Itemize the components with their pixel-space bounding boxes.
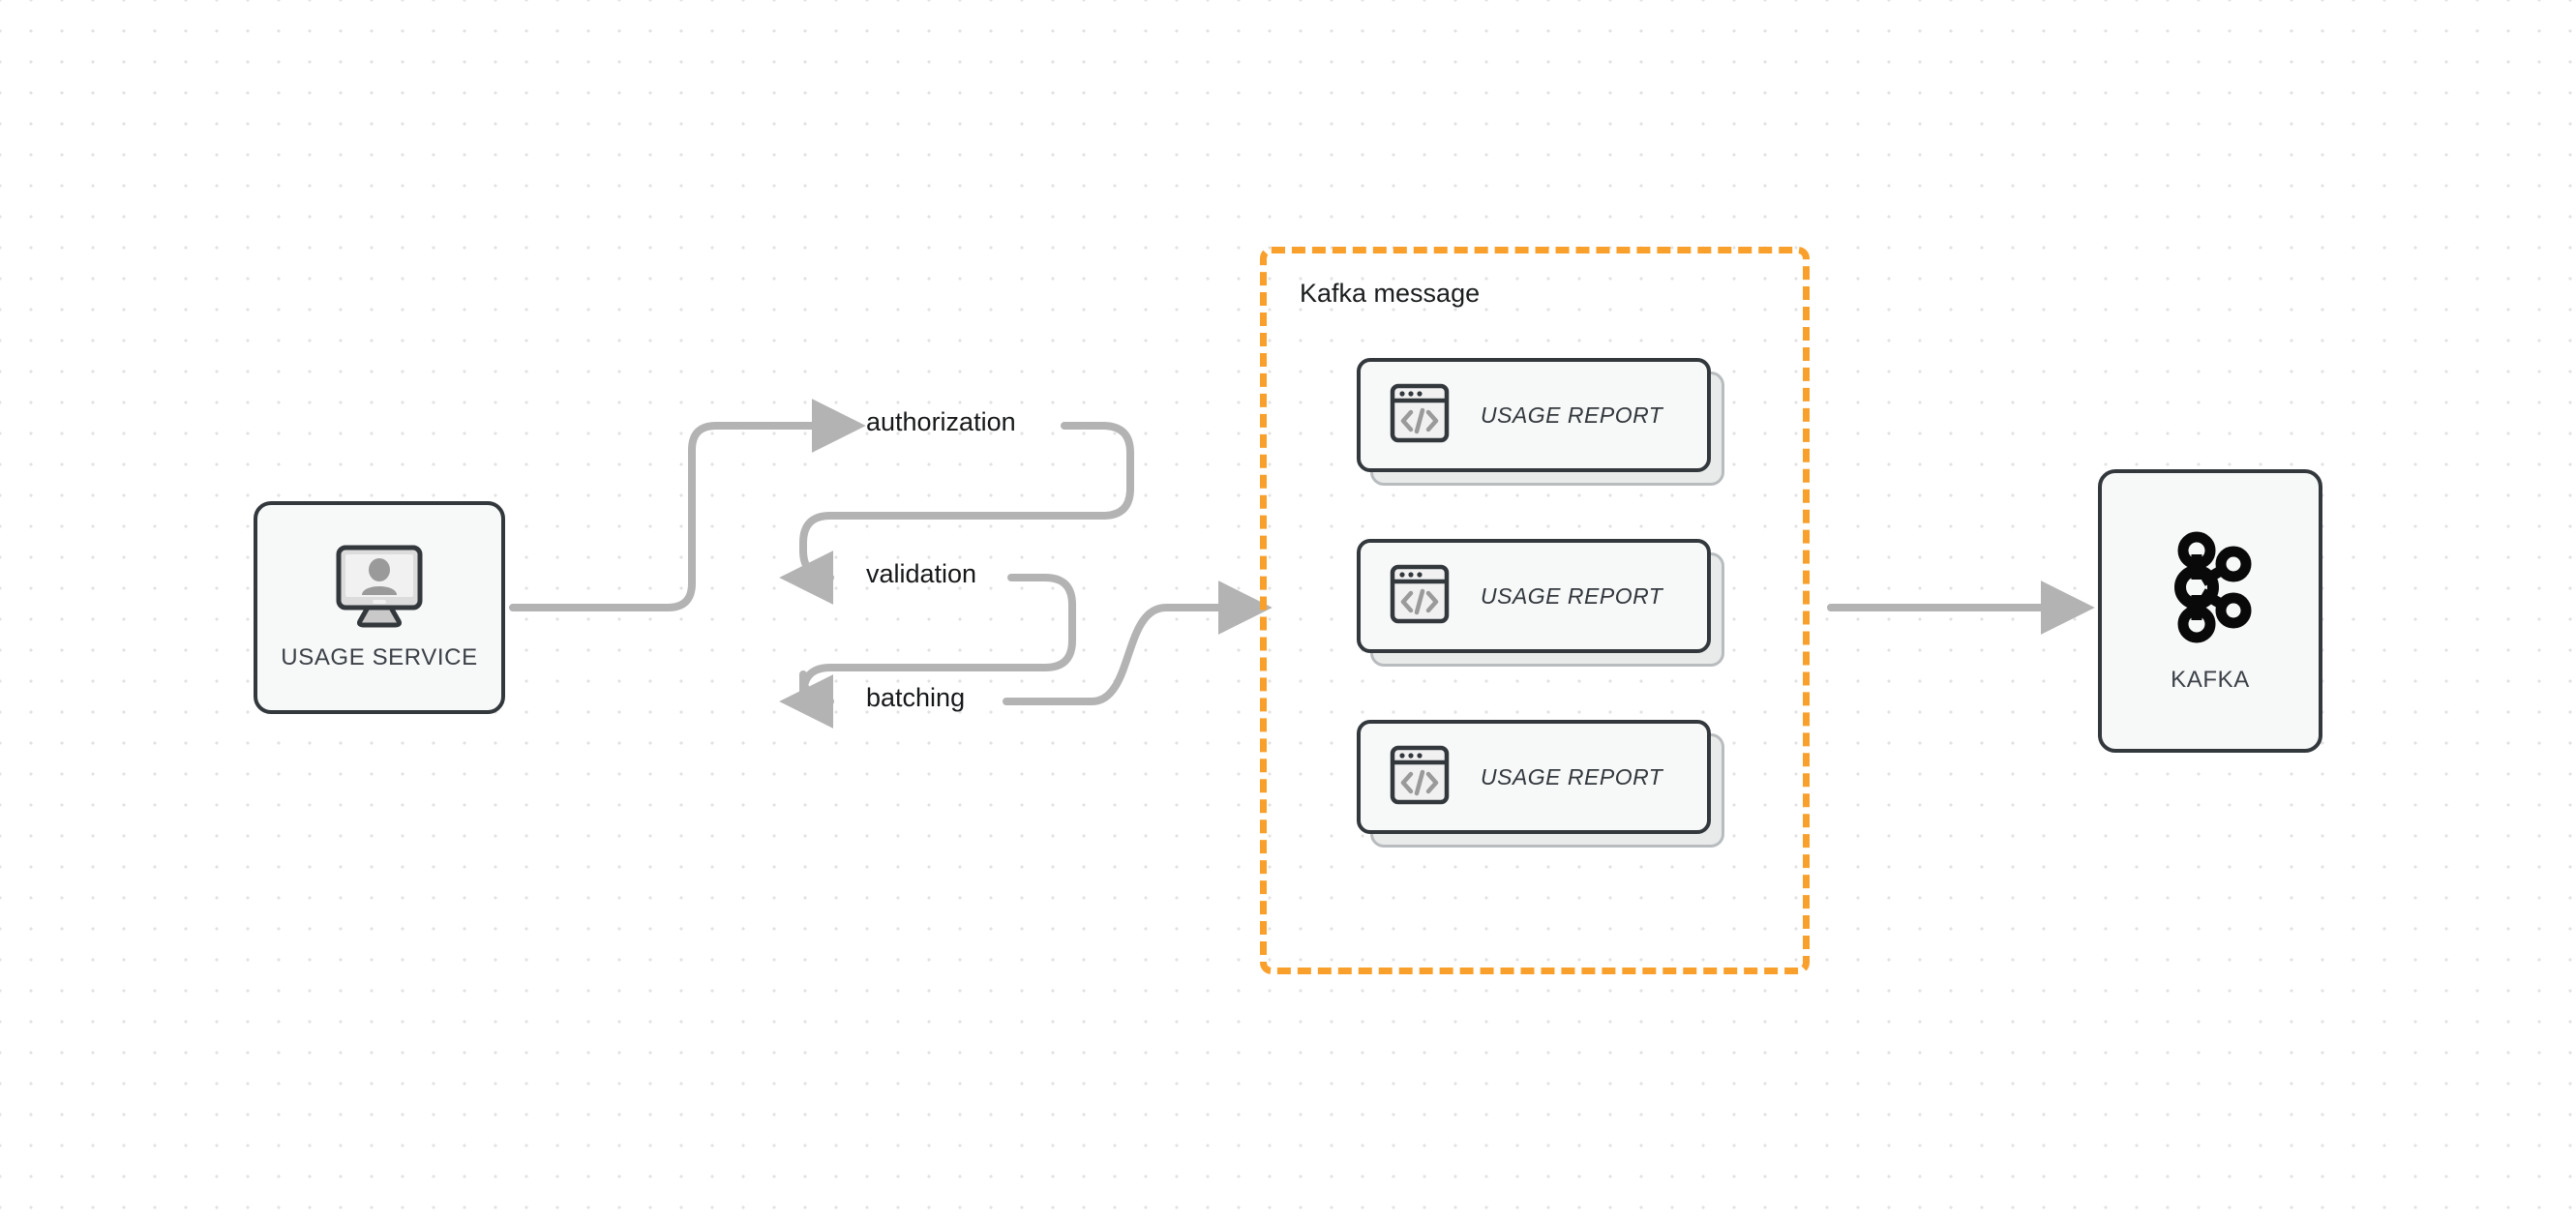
kafka-logo-icon	[2160, 529, 2261, 645]
usage-report-card-label: USAGE REPORT	[1481, 763, 1663, 789]
node-kafka[interactable]: KAFKA	[2098, 469, 2322, 753]
step-label-batching: batching	[866, 683, 966, 712]
usage-report-card-label: USAGE REPORT	[1481, 582, 1663, 609]
monitor-user-icon	[333, 544, 426, 629]
step-label-validation: validation	[866, 559, 977, 588]
connector-authorization-to-validation	[779, 422, 1134, 605]
usage-report-card[interactable]: USAGE REPORT	[1357, 720, 1724, 848]
connector-batching-to-kafka-message	[1003, 581, 1273, 705]
code-window-icon	[1390, 745, 1450, 810]
node-kafka-label: KAFKA	[2171, 666, 2250, 693]
code-window-icon	[1390, 564, 1450, 629]
group-kafka-message: Kafka message	[1260, 247, 1810, 974]
code-window-icon	[1390, 383, 1450, 448]
connector-usage-service-to-authorization	[509, 399, 866, 611]
usage-report-card-face: USAGE REPORT	[1357, 720, 1711, 834]
group-kafka-message-title: Kafka message	[1300, 279, 1481, 308]
usage-report-card-face: USAGE REPORT	[1357, 539, 1711, 653]
step-label-authorization: authorization	[866, 407, 1016, 436]
usage-report-card-label: USAGE REPORT	[1481, 402, 1663, 428]
node-usage-service-label: USAGE SERVICE	[281, 644, 478, 670]
usage-report-card-face: USAGE REPORT	[1357, 358, 1711, 472]
node-usage-service[interactable]: USAGE SERVICE	[254, 501, 505, 714]
usage-report-card[interactable]: USAGE REPORT	[1357, 539, 1724, 667]
usage-report-card[interactable]: USAGE REPORT	[1357, 358, 1724, 486]
